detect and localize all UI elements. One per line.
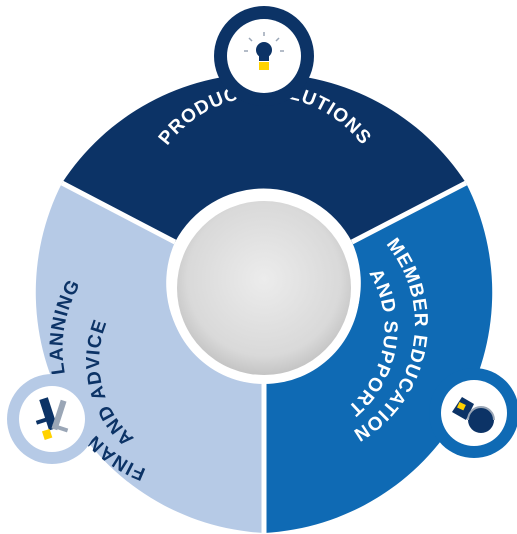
sword-shield-icon	[35, 397, 69, 440]
person-headset-icon	[452, 397, 495, 433]
center-disc	[177, 201, 351, 375]
badge-member-education	[429, 368, 517, 458]
segment-product-solutions	[62, 73, 466, 242]
segment-member-education	[264, 183, 493, 533]
segment-financial-planning	[35, 183, 264, 533]
lightbulb-icon	[244, 32, 284, 70]
badge-financial-planning	[7, 374, 97, 464]
segment-separators	[60, 180, 468, 533]
badge-product-solutions	[214, 6, 314, 106]
